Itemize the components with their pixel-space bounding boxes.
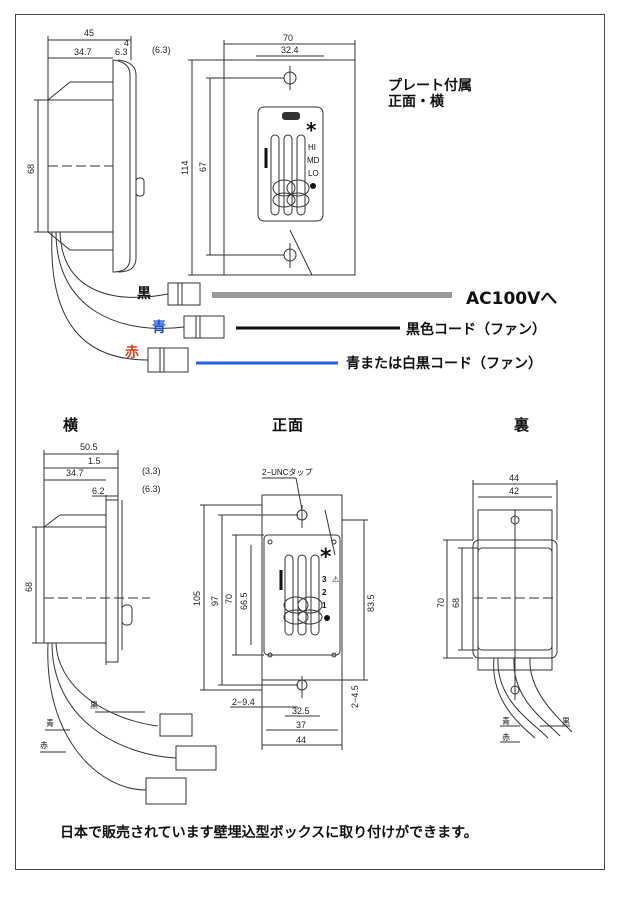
wire-tag-red: 赤 [125,345,139,361]
dim-bfront-105: 105 [192,590,202,606]
bfront-mark-3: 3 [322,575,327,584]
bottom-side-plate [105,499,119,663]
dim-bfront-2-4-5: 2−4.5 [350,685,360,708]
bottom-side-body [43,526,107,644]
dim-bside-1-5: 1.5 [88,456,101,466]
dim-bside-3-3: (3.3) [142,466,161,476]
dim-bside-6-2: 6.2 [92,486,105,496]
dim-bside-34-7: 34.7 [66,468,84,478]
dim-back-70: 70 [436,597,446,608]
top-front-switch [257,106,324,222]
dim-bside-68: 68 [24,581,34,592]
wire-tag-blue: 青 [152,320,166,336]
dim-back-44: 44 [509,473,520,483]
dim-side-6-3: 6.3 [115,47,128,57]
dim-front-114: 114 [180,160,190,175]
plate-note: プレート付属 正面・横 [388,78,472,110]
sheet-border [15,14,605,870]
heading-front: 正面 [272,416,305,434]
back-wire-black: 黒 [562,717,570,726]
plate-note-line1: プレート付属 [388,78,472,94]
bfront-star-mark: * [320,545,332,570]
dim-bside-6-3: (6.3) [142,484,161,494]
top-side-plate [112,59,131,273]
bside-wire-blue: 青 [46,719,54,728]
plate-note-line2: 正面・横 [388,94,444,110]
back-wire-red: 赤 [502,733,510,742]
top-connector-red [147,347,189,373]
dim-side-4: 4 [124,38,130,48]
back-wire-blue: 青 [502,717,510,726]
dim-bfront-2-9-4: 2−9.4 [232,697,255,707]
dim-bfront-70: 70 [224,593,234,604]
top-star-mark: * [306,118,317,142]
bside-wire-black: 黒 [90,701,98,710]
dim-bside-50-5: 50.5 [80,442,98,452]
dim-front-67: 67 [198,161,208,172]
dim-side-68: 68 [26,163,36,174]
heading-side: 横 [63,416,80,434]
dim-back-68: 68 [451,597,461,608]
top-mark-hi: HI [308,143,316,152]
dim-bfront-32-5: 32.5 [292,706,310,716]
footer-note: 日本で販売されています壁埋込型ボックスに取り付けができます。 [60,825,478,841]
heading-back: 裏 [514,416,531,434]
dim-bfront-44: 44 [296,735,307,745]
dim-side-34-7: 34.7 [74,47,92,57]
dim-bfront-83-5: 83.5 [366,594,376,612]
side-connector-3 [145,777,187,805]
top-front-plate [223,59,356,276]
bfront-mark-2: 2 [322,588,327,597]
wire-dest-blue-cord: 青または白黒コード（ファン） [346,356,542,372]
top-mark-lo: LO [308,169,319,178]
bottom-front-switch [263,534,341,656]
wire-dest-ac100v: AC100Vへ [466,289,558,309]
dim-bfront-37: 37 [296,720,307,730]
dim-front-70: 70 [283,33,294,43]
dim-bfront-97: 97 [210,595,220,606]
wire-tag-black: 黒 [137,286,151,302]
bfront-warning-icon: ⚠ [332,575,340,584]
dim-side-6-3p: (6.3) [152,45,171,55]
dim-bfront-66-5: 66.5 [239,592,249,610]
top-mark-md: MD [307,156,320,165]
top-connector-black [167,282,201,306]
wire-dest-black-cord: 黒色コード（ファン） [406,322,546,338]
bside-wire-red: 赤 [40,741,48,750]
bfront-mark-1: 1 [322,601,327,610]
dim-front-32-4: 32.4 [281,45,299,55]
dim-side-45: 45 [84,28,95,38]
side-connector-2 [175,745,217,771]
dim-back-42: 42 [509,486,520,496]
side-connector-1 [159,713,193,737]
dim-front-tap: 2−UNCタップ [262,468,313,477]
top-connector-blue [183,315,225,339]
